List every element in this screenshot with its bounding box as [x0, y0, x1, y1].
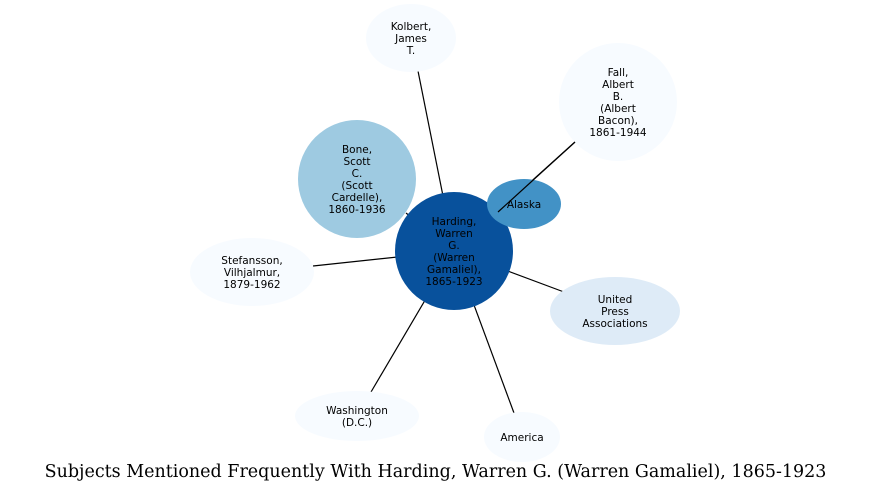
node-alaska-circle	[487, 179, 561, 229]
node-alaska: Alaska	[487, 179, 561, 229]
node-america-circle	[484, 412, 560, 462]
node-washington-circle	[295, 391, 419, 441]
edge-fall-overlay	[497, 141, 576, 213]
node-stefansson: Stefansson,Vilhjalmur,1879-1962	[190, 238, 314, 306]
node-america-label: America	[500, 432, 543, 444]
node-alaska-label: Alaska	[507, 199, 541, 211]
node-stefansson-circle	[190, 238, 314, 306]
node-washington: Washington(D.C.)	[295, 391, 419, 441]
diagram-caption: Subjects Mentioned Frequently With Hardi…	[44, 462, 827, 482]
node-america: America	[484, 412, 560, 462]
node-united-press-circle	[550, 277, 680, 345]
node-harding-circle	[395, 192, 513, 310]
node-fall-circle	[559, 43, 677, 161]
node-washington-label: Washington(D.C.)	[326, 405, 388, 429]
node-stefansson-label: Stefansson,Vilhjalmur,1879-1962	[221, 255, 282, 291]
node-kolbert-circle	[366, 4, 456, 72]
node-bone-circle	[298, 120, 416, 238]
